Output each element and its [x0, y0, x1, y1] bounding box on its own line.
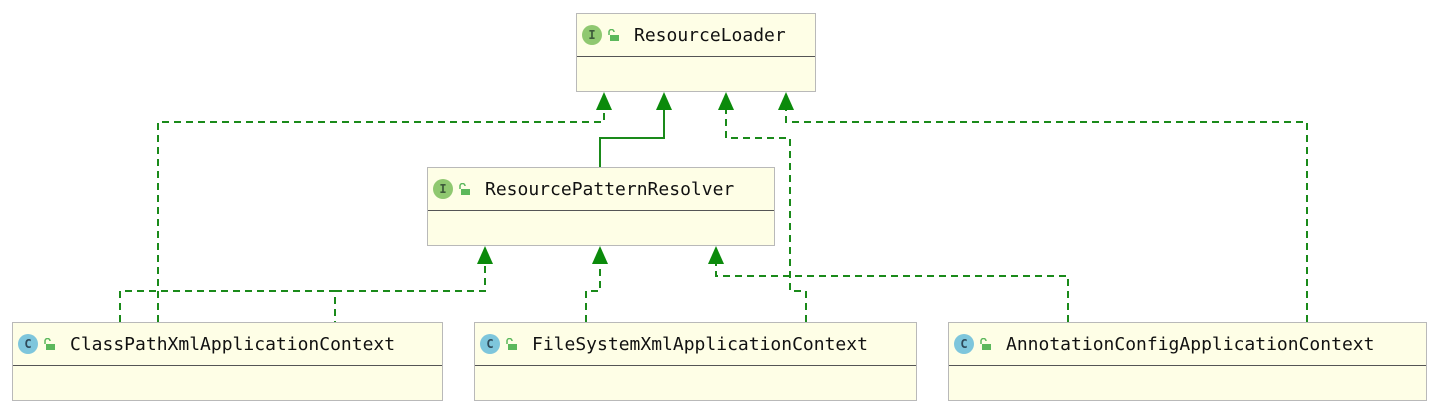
node-header: I ResourceLoader — [577, 14, 815, 57]
node-classpath-xml-app-context[interactable]: C ClassPathXmlApplicationContext — [12, 322, 443, 401]
node-title: ClassPathXmlApplicationContext — [70, 333, 396, 355]
edge-resolver-to-loader — [599, 108, 665, 167]
node-title: AnnotationConfigApplicationContext — [1006, 333, 1375, 355]
edge-filesystem-to-resolver — [585, 262, 601, 322]
edge-filesystem-to-loader — [725, 108, 807, 322]
edge-classpath-to-resolver-up — [335, 262, 486, 292]
class-badge-icon: C — [18, 334, 38, 354]
arrowhead-filesystem-to-loader — [718, 92, 734, 110]
unlocked-padlock-icon — [506, 338, 517, 350]
edge-annotation-to-resolver — [715, 262, 1069, 322]
edge-classpath-to-resolver — [119, 290, 336, 322]
node-title: ResourceLoader — [634, 24, 786, 46]
node-header: C FileSystemXmlApplicationContext — [475, 323, 916, 366]
arrowhead-annotation-to-resolver — [708, 246, 724, 264]
edge-annotation-to-loader — [785, 108, 1308, 322]
edge-classpath-to-loader — [157, 108, 605, 322]
unlocked-padlock-icon — [459, 183, 470, 195]
unlocked-padlock-icon — [980, 338, 991, 350]
arrowhead-filesystem-to-resolver — [592, 246, 608, 264]
arrowhead-classpath-to-resolver — [477, 246, 493, 264]
interface-badge-icon: I — [433, 179, 453, 199]
node-annotation-config-app-context[interactable]: C AnnotationConfigApplicationContext — [948, 322, 1427, 401]
node-header: C ClassPathXmlApplicationContext — [13, 323, 442, 366]
node-resource-loader[interactable]: I ResourceLoader — [576, 13, 816, 92]
arrowhead-annotation-to-loader — [778, 92, 794, 110]
class-badge-icon: C — [954, 334, 974, 354]
node-title: ResourcePatternResolver — [485, 178, 735, 200]
interface-badge-icon: I — [582, 25, 602, 45]
node-header: C AnnotationConfigApplicationContext — [949, 323, 1426, 366]
node-filesystem-xml-app-context[interactable]: C FileSystemXmlApplicationContext — [474, 322, 917, 401]
node-resource-pattern-resolver[interactable]: I ResourcePatternResolver — [427, 167, 775, 246]
arrowhead-classpath-to-loader — [596, 92, 612, 110]
unlocked-padlock-icon — [44, 338, 55, 350]
class-badge-icon: C — [480, 334, 500, 354]
node-title: FileSystemXmlApplicationContext — [532, 333, 868, 355]
unlocked-padlock-icon — [608, 29, 619, 41]
arrowhead-resolver-to-loader — [656, 92, 672, 110]
node-header: I ResourcePatternResolver — [428, 168, 774, 211]
